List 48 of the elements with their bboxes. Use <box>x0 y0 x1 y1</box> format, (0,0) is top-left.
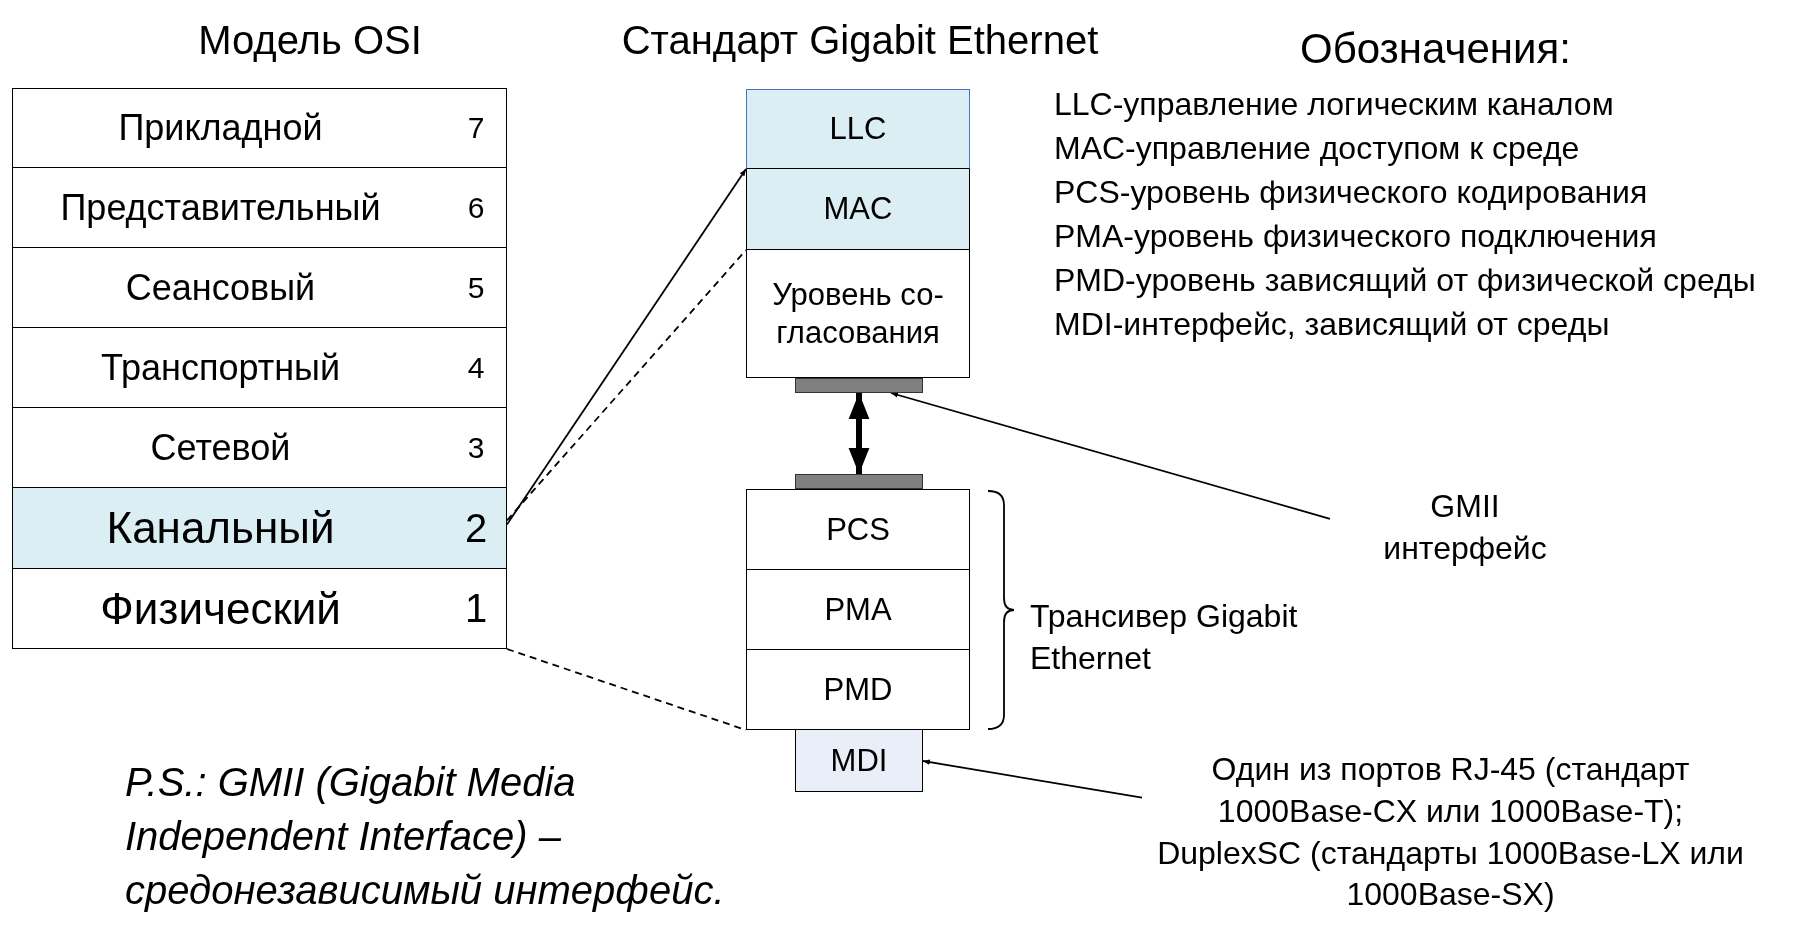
legend-heading: Обозначения: <box>1300 24 1572 74</box>
layer-row <box>12 328 507 408</box>
interface-box: MDI <box>795 730 923 792</box>
connector-bar <box>795 474 923 489</box>
section-title: Модель OSI <box>197 17 423 64</box>
legend-entry: LLC-управление логическим каналом <box>1054 85 1614 124</box>
legend-entry: MDI-интерфейс, зависящий от среды <box>1054 305 1610 344</box>
layer-name: Представительный <box>59 186 382 229</box>
layer-number: 4 <box>466 350 486 385</box>
layer-name: Транспортный <box>100 346 341 389</box>
arrow <box>922 759 1143 799</box>
sublayer-box: LLC <box>746 89 970 169</box>
connector-bar <box>795 378 923 393</box>
callout-note: Один из портов RJ-45 (стандарт 1000Base-CX или 1000Base-T); DuplexSC (стандарты 1000Base-LX или 1000Base-SX) <box>1156 750 1745 915</box>
footnote: P.S.: GMII (Gigabit Media Independent Interface) – средонезависимый интерфейс. <box>125 759 726 914</box>
layer-name: Физический <box>99 583 342 634</box>
section-title: Стандарт Gigabit Ethernet <box>620 17 1100 64</box>
brace-label: Трансивер Gigabit Ethernet <box>1030 597 1299 678</box>
legend-entry: PMD-уровень зависящий от физической среды <box>1054 261 1756 300</box>
callout-text: GMII интерфейс <box>1382 487 1548 568</box>
sublayer-box: PCS <box>746 489 970 570</box>
layer-number: 2 <box>463 505 489 551</box>
legend-entry: MAC-управление доступом к среде <box>1054 129 1580 168</box>
layer-row <box>12 168 507 248</box>
connector-line <box>506 648 747 731</box>
legend-entry: PCS-уровень физического кодирования <box>1054 173 1648 212</box>
layer-number: 5 <box>466 270 486 305</box>
legend-entry: PMA-уровень физического подключения <box>1054 217 1657 256</box>
layer-name: Сетевой <box>149 426 292 469</box>
arrow <box>506 168 747 526</box>
sublayer-box: MAC <box>746 169 970 250</box>
layer-row <box>12 408 507 488</box>
highlighted-layer-row <box>12 488 507 569</box>
layer-row <box>12 88 507 168</box>
layer-number: 6 <box>466 190 486 225</box>
arrow <box>890 392 1331 520</box>
layer-name: Прикладной <box>117 107 324 149</box>
sublayer-box: PMA <box>746 570 970 650</box>
layer-name: Сеансовый <box>124 266 317 309</box>
arrow <box>848 393 870 474</box>
layer-name: Канальный <box>105 503 336 553</box>
layer-row <box>12 248 507 328</box>
layer-number: 3 <box>466 430 486 465</box>
sublayer-box: PMD <box>746 650 970 730</box>
sublayer-box: Уровень со-гласования <box>746 250 970 378</box>
layer-number: 1 <box>463 586 489 631</box>
layer-number: 7 <box>466 111 486 145</box>
layer-row <box>12 569 507 649</box>
